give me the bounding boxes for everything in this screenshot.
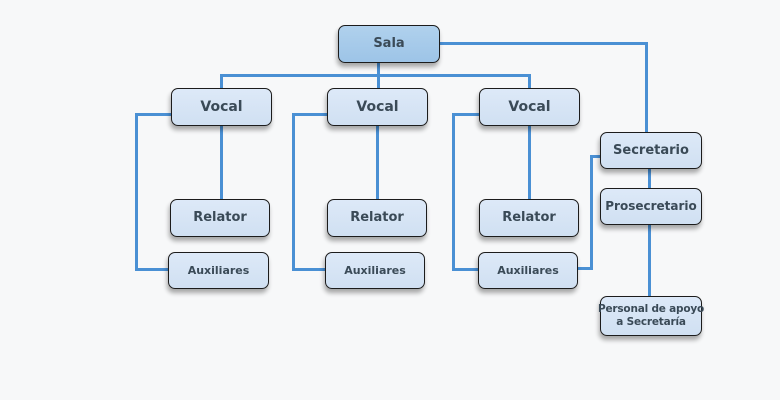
node-vocal-1-label: Vocal	[200, 98, 243, 115]
connector-vocal3-bracket-vertical	[452, 113, 455, 271]
node-sala: Sala	[338, 25, 440, 63]
connector-vocal3-relator3	[528, 126, 531, 199]
connector-drop-vocal1	[220, 74, 223, 88]
connector-vocal1-relator1	[220, 126, 223, 199]
node-auxiliares-3: Auxiliares	[478, 252, 578, 289]
node-prosecretario-label: Prosecretario	[605, 199, 697, 214]
node-relator-1-label: Relator	[193, 210, 247, 226]
node-relator-3-label: Relator	[502, 210, 556, 226]
connector-vocal2-bracket-vertical	[292, 113, 295, 271]
connector-vocal3-bracket-arm	[452, 113, 479, 116]
node-prosecretario: Prosecretario	[600, 188, 702, 225]
node-vocal-2: Vocal	[327, 88, 428, 126]
node-relator-3: Relator	[479, 199, 579, 237]
connector-sala-secretario-horizontal	[440, 42, 648, 45]
connector-secretario-prosecretario	[648, 169, 651, 188]
connector-vocal1-bracket-vertical	[135, 113, 138, 271]
node-secretario: Secretario	[600, 132, 702, 169]
connector-auxiliares1-bracket-arm	[135, 268, 168, 271]
node-relator-2: Relator	[327, 199, 427, 237]
node-auxiliares-2: Auxiliares	[325, 252, 425, 289]
node-auxiliares-1: Auxiliares	[168, 252, 269, 289]
connector-vocal2-bracket-arm	[292, 113, 327, 116]
connector-secretario-bracket-arm	[590, 155, 600, 158]
node-personal-apoyo-line1: Personal de apoyo	[597, 303, 705, 316]
node-personal-apoyo: Personal de apoyo a Secretaría	[597, 296, 705, 336]
connector-vocal2-relator2	[376, 126, 379, 199]
connector-auxiliares2-bracket-arm	[292, 268, 325, 271]
node-vocal-2-label: Vocal	[356, 98, 399, 115]
node-vocal-1: Vocal	[171, 88, 272, 126]
node-personal-apoyo-line2: a Secretaría	[616, 316, 686, 328]
connector-auxiliares3-bracket-arm	[452, 268, 478, 271]
connector-auxiliares3-secretario-arm	[578, 267, 593, 270]
node-relator-1: Relator	[170, 199, 270, 237]
node-vocal-3: Vocal	[479, 88, 580, 126]
node-secretario-label: Secretario	[613, 142, 689, 158]
node-auxiliares-1-label: Auxiliares	[187, 263, 250, 277]
node-auxiliares-3-label: Auxiliares	[497, 263, 559, 277]
connector-drop-vocal3	[528, 74, 531, 88]
connector-prosecretario-personal	[648, 225, 651, 296]
connector-vocal1-bracket-arm	[135, 113, 171, 116]
connector-distribution-bar	[220, 74, 531, 77]
node-auxiliares-2-label: Auxiliares	[344, 263, 406, 277]
connector-secretario-bracket-vertical	[590, 155, 593, 270]
connector-sala-secretario-vertical	[645, 42, 648, 132]
node-relator-2-label: Relator	[350, 210, 404, 226]
node-vocal-3-label: Vocal	[508, 98, 551, 115]
node-sala-label: Sala	[373, 36, 405, 52]
